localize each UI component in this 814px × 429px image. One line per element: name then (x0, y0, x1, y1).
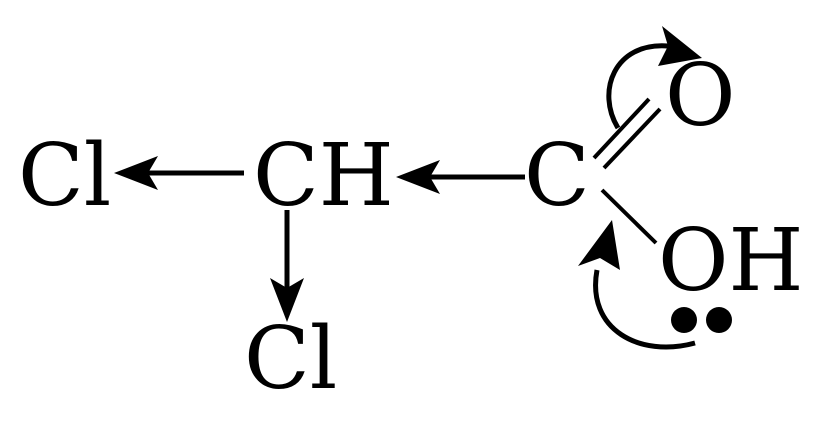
curved-arrow-lone-pair-to-bond (578, 220, 696, 350)
atom-o-double: O (665, 46, 736, 146)
lone-pair-dots (671, 307, 732, 333)
atom-cl-bottom: Cl (244, 309, 337, 409)
atom-cl-left: Cl (18, 126, 111, 226)
atom-c-carbonyl: C (524, 126, 590, 226)
inductive-arrow-c-to-ch (396, 160, 525, 194)
curved-arrow-to-oxygen (606, 26, 702, 130)
inductive-arrow-ch-to-cl-bottom (270, 210, 304, 322)
double-bond-c-o (592, 97, 662, 170)
inductive-arrow-ch-to-cl-left (114, 156, 244, 190)
atom-oh: OH (658, 211, 804, 311)
atom-ch: CH (253, 126, 394, 226)
single-bond-c-oh (600, 188, 658, 245)
